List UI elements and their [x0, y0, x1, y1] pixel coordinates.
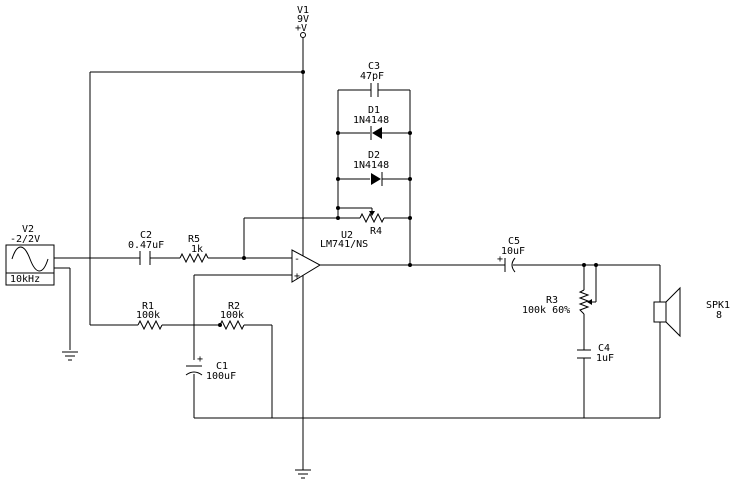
- d1-value: 1N4148: [353, 115, 389, 126]
- d2-value: 1N4148: [353, 160, 389, 171]
- r3-potentiometer[interactable]: R3 100k 60%: [522, 289, 592, 316]
- d2-diode[interactable]: D2 1N4148: [353, 150, 389, 186]
- u2-minus: -: [294, 254, 300, 265]
- r1-value: 100k: [136, 310, 160, 321]
- speaker-icon: [665, 286, 681, 338]
- c5-polarity: +: [497, 254, 503, 265]
- v1-value: 9V: [297, 14, 309, 25]
- c4-value: 1uF: [596, 353, 614, 364]
- spk1-speaker[interactable]: SPK1 8: [653, 286, 730, 338]
- r1-resistor[interactable]: R1 100k: [136, 301, 163, 331]
- v2-value: -2/2V: [10, 234, 40, 245]
- spk1-value: 8: [716, 310, 722, 321]
- v2-freq: 10kHz: [10, 274, 40, 285]
- r5-ref: R5: [188, 234, 200, 245]
- d1-diode[interactable]: D1 1N4148: [353, 105, 389, 140]
- c1-ref: C1: [216, 361, 228, 372]
- r3-ref: R3: [546, 295, 558, 306]
- u2-plus: +: [294, 271, 300, 282]
- c2-value: 0.47uF: [128, 240, 164, 251]
- v1-plus: +V: [295, 23, 307, 34]
- c5-value: 10uF: [501, 246, 525, 257]
- junction-dots: [218, 70, 598, 327]
- c1-value: 100uF: [206, 371, 236, 382]
- r5-value: 1k: [191, 244, 203, 255]
- d2-ref: D2: [368, 150, 380, 161]
- u2-value: LM741/NS: [320, 239, 368, 250]
- ground-icon: [295, 469, 311, 479]
- r4-ref: R4: [370, 226, 382, 237]
- c1-capacitor[interactable]: + C1 100uF: [185, 354, 236, 382]
- wires: [54, 38, 661, 470]
- r2-ref: R2: [228, 301, 240, 312]
- v1-supply[interactable]: V1 9V +V: [295, 5, 309, 38]
- v2-source[interactable]: V2 -2/2V 10kHz: [5, 224, 55, 286]
- c3-value: 47pF: [360, 71, 384, 82]
- c4-capacitor[interactable]: C4 1uF: [577, 343, 614, 364]
- ground-icon: [62, 351, 78, 361]
- c5-ref: C5: [508, 236, 520, 247]
- c1-polarity: +: [197, 354, 203, 365]
- r4-potentiometer[interactable]: R4: [359, 211, 385, 237]
- c2-ref: C2: [140, 230, 152, 241]
- sine-wave-icon: [11, 246, 49, 272]
- r3-value: 100k 60%: [522, 305, 570, 316]
- c3-capacitor[interactable]: C3 47pF: [360, 61, 384, 97]
- r1-ref: R1: [142, 301, 154, 312]
- v2-ref: V2: [22, 224, 34, 235]
- u2-opamp[interactable]: - + U2 LM741/NS: [291, 230, 368, 283]
- r5-resistor[interactable]: R5 1k: [179, 234, 209, 264]
- spk1-ref: SPK1: [706, 300, 730, 311]
- c4-ref: C4: [598, 343, 610, 354]
- v1-ref: V1: [297, 5, 309, 16]
- r2-value: 100k: [220, 310, 244, 321]
- r2-resistor[interactable]: R2 100k: [219, 301, 245, 331]
- c2-capacitor[interactable]: C2 0.47uF: [128, 230, 164, 265]
- c5-capacitor[interactable]: + C5 10uF: [497, 236, 525, 273]
- d1-ref: D1: [368, 105, 380, 116]
- c3-ref: C3: [368, 61, 380, 72]
- u2-ref: U2: [341, 230, 353, 241]
